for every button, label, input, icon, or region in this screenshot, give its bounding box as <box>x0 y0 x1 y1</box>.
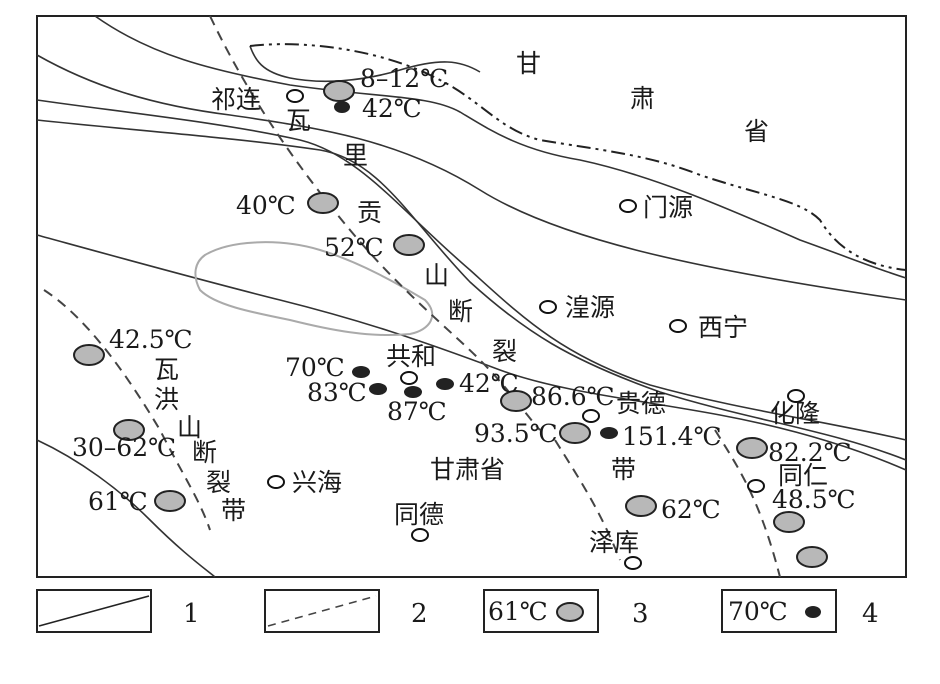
geothermal-well-markers <box>334 101 618 439</box>
temp-label: 42.5℃ <box>109 325 193 354</box>
fault-walili-4: 山 <box>424 261 449 290</box>
province-char-3: 省 <box>744 117 769 146</box>
place-xining: 西宁 <box>698 313 748 342</box>
place-gonghe: 共和 <box>386 342 436 371</box>
temp-label: 40℃ <box>236 191 296 220</box>
fault-wahong-2: 洪 <box>154 385 179 414</box>
legend: 1 2 61℃ 3 70℃ 4 <box>36 589 879 633</box>
fault-wahong-6: 带 <box>221 496 246 525</box>
legend-number: 1 <box>183 599 200 629</box>
temp-label: 61℃ <box>88 487 148 516</box>
hot-spring-markers <box>73 80 828 568</box>
place-tongren: 同仁 <box>778 461 828 490</box>
province-char-1: 甘 <box>516 49 541 78</box>
place-huangyuan: 湟源 <box>565 293 615 322</box>
temp-label: 8–12℃ <box>360 64 448 93</box>
temp-label: 62℃ <box>661 495 721 524</box>
legend-label: 70℃ <box>728 597 788 626</box>
temp-label: 93.5℃ <box>474 419 558 448</box>
place-zeku: 泽库 <box>589 528 639 557</box>
temp-label: 151.4℃ <box>622 422 722 451</box>
temp-label: 86.6℃ <box>531 382 615 411</box>
region-label: 甘肃省 <box>430 455 505 484</box>
fault-walili-5: 断 <box>448 297 473 326</box>
fault-wahong-1: 瓦 <box>154 355 179 384</box>
legend-item-hot-spring: 61℃ 3 <box>483 589 649 633</box>
legend-item-solid-line: 1 <box>36 589 200 633</box>
temp-label: 82.2℃ <box>768 438 852 467</box>
lake-outline <box>194 241 434 337</box>
legend-item-dashed-line: 2 <box>264 589 428 633</box>
province-char-2: 肃 <box>630 84 655 113</box>
temp-label: 70℃ <box>285 353 345 382</box>
temp-label: 42℃ <box>459 369 519 398</box>
fault-walili-6: 裂 <box>492 337 517 366</box>
place-markers <box>267 89 805 570</box>
legend-item-geothermal-well: 70℃ 4 <box>721 589 879 633</box>
province-boundary <box>249 43 907 271</box>
fault-walili-1: 瓦 <box>286 106 311 135</box>
legend-label: 61℃ <box>488 597 548 626</box>
legend-number: 3 <box>632 599 649 629</box>
belt-label: 带 <box>611 455 636 484</box>
temp-label: 87℃ <box>387 397 447 426</box>
fault-wahong-3: 山 <box>177 413 202 442</box>
place-qilian: 祁连 <box>211 85 261 114</box>
fault-wahong-4: 断 <box>192 438 217 467</box>
fault-walili-3: 贡 <box>357 198 382 227</box>
temp-label: 42℃ <box>362 94 422 123</box>
solid-boundaries <box>36 15 907 578</box>
place-menyuan: 门源 <box>643 193 693 222</box>
temp-label: 83℃ <box>307 378 367 407</box>
legend-number: 4 <box>862 599 879 629</box>
place-hualong: 化隆 <box>770 399 820 428</box>
place-guide: 贵德 <box>616 389 666 418</box>
fault-wahong-5: 裂 <box>206 468 231 497</box>
temp-label: 30–62℃ <box>72 433 176 462</box>
temp-label: 48.5℃ <box>772 485 856 514</box>
fault-walili-2: 里 <box>343 141 368 170</box>
temp-label: 52℃ <box>324 233 384 262</box>
legend-number: 2 <box>411 599 428 629</box>
place-tongde: 同德 <box>394 500 444 529</box>
map-frame <box>36 15 907 578</box>
place-xinghai: 兴海 <box>292 468 342 497</box>
